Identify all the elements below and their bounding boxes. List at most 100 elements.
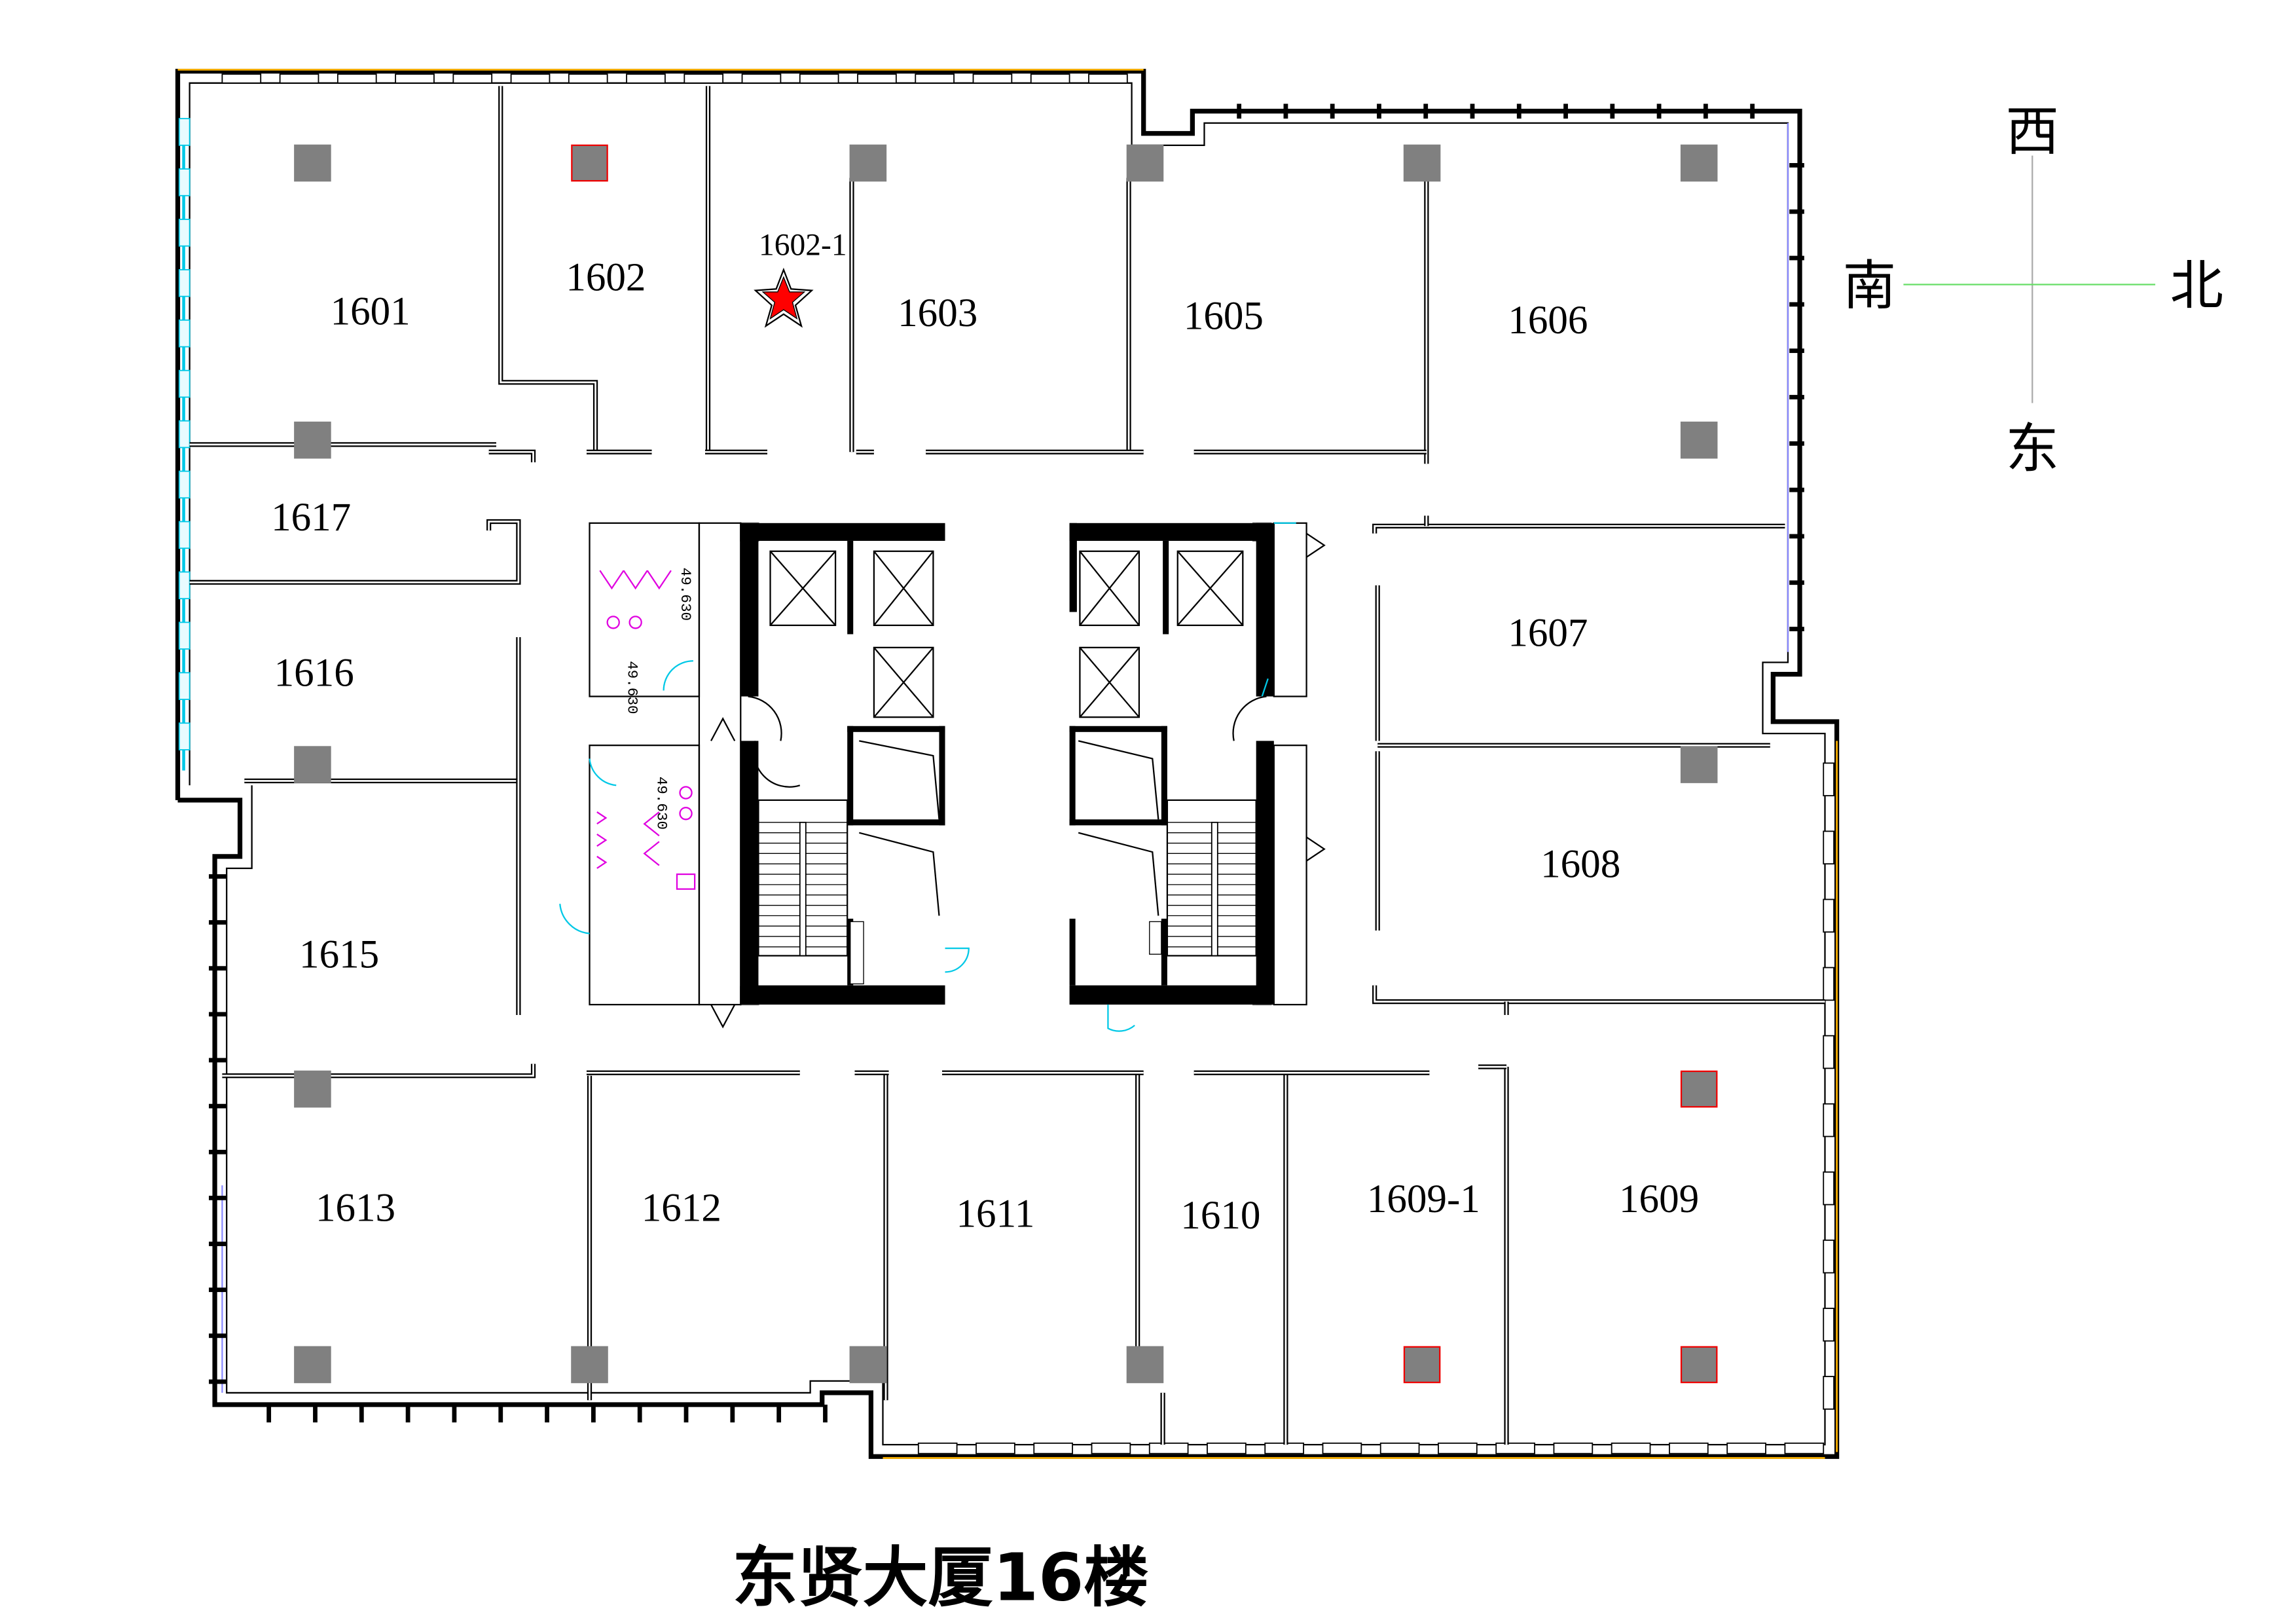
window-mullion — [209, 1333, 227, 1338]
window-mullion — [1789, 209, 1804, 214]
stairs-right — [1166, 799, 1257, 957]
window-mullion — [209, 1287, 227, 1293]
core-right — [1069, 522, 1326, 1032]
partition-wall — [1372, 985, 1825, 1005]
window-pane — [178, 118, 191, 146]
room-label-1608: 1608 — [1540, 843, 1620, 887]
room-label-1601: 1601 — [331, 290, 410, 334]
window-mullion — [591, 1405, 596, 1423]
window-mullion — [279, 73, 319, 84]
structural-column — [294, 1346, 331, 1384]
columns — [294, 144, 1718, 1384]
window-mullion — [1789, 627, 1804, 631]
partition-wall-inner — [1374, 985, 1825, 1003]
room-label-1616: 1616 — [274, 652, 354, 695]
window-pane — [178, 319, 191, 348]
window-mullion — [405, 1405, 410, 1423]
room-label-1602: 1602 — [566, 256, 646, 300]
room-label-1609: 1609 — [1619, 1177, 1699, 1221]
room-label-1612: 1612 — [642, 1186, 721, 1230]
shaft-right-lower — [1273, 745, 1307, 1006]
partition-wall-inner — [500, 86, 596, 452]
elevator-cross — [769, 551, 836, 626]
partition-wall — [1372, 523, 1785, 534]
window-mullion — [730, 1405, 735, 1423]
core-left: 49.630 49.630 49.630 — [559, 522, 970, 1029]
elevation-label: 49.630 — [623, 661, 640, 714]
structural-column — [571, 1346, 608, 1384]
shaft-left — [698, 522, 742, 1006]
window-mullion — [337, 73, 377, 84]
window-mullion — [626, 73, 666, 84]
window-mullion — [917, 1442, 958, 1454]
stair-handrail — [1211, 821, 1218, 957]
room-label-1609-1: 1609-1 — [1367, 1177, 1480, 1221]
window-pane — [178, 672, 191, 700]
stair-handrail — [799, 821, 807, 957]
window-mullion — [209, 1242, 227, 1246]
room-label-1605: 1605 — [1184, 294, 1264, 338]
partition-wall-inner — [488, 451, 534, 463]
room-label-1602-1: 1602-1 — [759, 228, 847, 262]
window-mullion — [683, 73, 724, 84]
window-mullion — [1283, 103, 1288, 119]
room-label-1613: 1613 — [316, 1186, 395, 1230]
structural-column — [1680, 1070, 1718, 1108]
window-mullion — [545, 1405, 549, 1423]
window-pane — [178, 420, 191, 449]
window-mullion — [221, 73, 262, 84]
partition-wall — [222, 1063, 536, 1079]
elevator-cross — [1079, 551, 1140, 626]
partition-wall — [488, 449, 536, 463]
window-mullion — [857, 73, 897, 84]
window-mullion — [359, 1405, 364, 1423]
room-label-1607: 1607 — [1508, 612, 1588, 655]
window-mullion — [1823, 1171, 1834, 1206]
structural-column — [1680, 421, 1718, 459]
stairs-left — [757, 799, 848, 957]
window-mullion — [1789, 487, 1804, 492]
room-label-1615: 1615 — [299, 933, 379, 977]
window-mullion — [209, 1103, 227, 1109]
room-label-1603: 1603 — [898, 291, 977, 335]
window-mullion — [1823, 830, 1834, 865]
window-mullion — [1823, 1239, 1834, 1274]
window-mullion — [1379, 1442, 1420, 1454]
window-mullion — [1091, 1442, 1131, 1454]
compass-east: 东 — [2006, 418, 2059, 480]
window-mullion — [209, 920, 227, 925]
window-mullion — [266, 1405, 272, 1423]
outer-wall — [175, 69, 1840, 1459]
window-mullion — [823, 1405, 828, 1423]
window-pane — [178, 268, 191, 297]
window-mullion — [1789, 255, 1804, 261]
window-mullion — [209, 1196, 227, 1200]
room-label-1606: 1606 — [1508, 299, 1588, 342]
elevator-cross — [1079, 647, 1140, 718]
room-labels: 1601 1602 1602-1 1603 1605 1606 1607 160… — [271, 228, 1699, 1238]
window-mullion — [510, 73, 551, 84]
window-mullion — [395, 73, 435, 84]
star-icon — [754, 267, 814, 328]
elevator-cross — [873, 647, 934, 718]
elevation-label: 49.630 — [653, 777, 670, 830]
window-mullion — [1322, 1442, 1362, 1454]
compass-south: 南 — [1843, 255, 1896, 317]
window-pane — [178, 571, 191, 600]
window-mullion — [1789, 580, 1804, 585]
window-mullion — [1264, 1442, 1304, 1454]
window-mullion — [452, 1405, 457, 1423]
window-mullion — [683, 1405, 689, 1423]
window-mullion — [1610, 103, 1615, 119]
compass-west: 西 — [2006, 101, 2059, 163]
window-mullion — [1789, 441, 1804, 446]
window-pane — [178, 521, 191, 549]
window-mullion — [1726, 1442, 1766, 1454]
window-mullion — [1750, 103, 1755, 119]
window-mullion — [1789, 534, 1804, 539]
window-mullion — [1784, 1442, 1825, 1454]
window-mullion — [1656, 103, 1662, 119]
elevator-car — [873, 550, 934, 627]
elevator-car — [1079, 646, 1140, 718]
